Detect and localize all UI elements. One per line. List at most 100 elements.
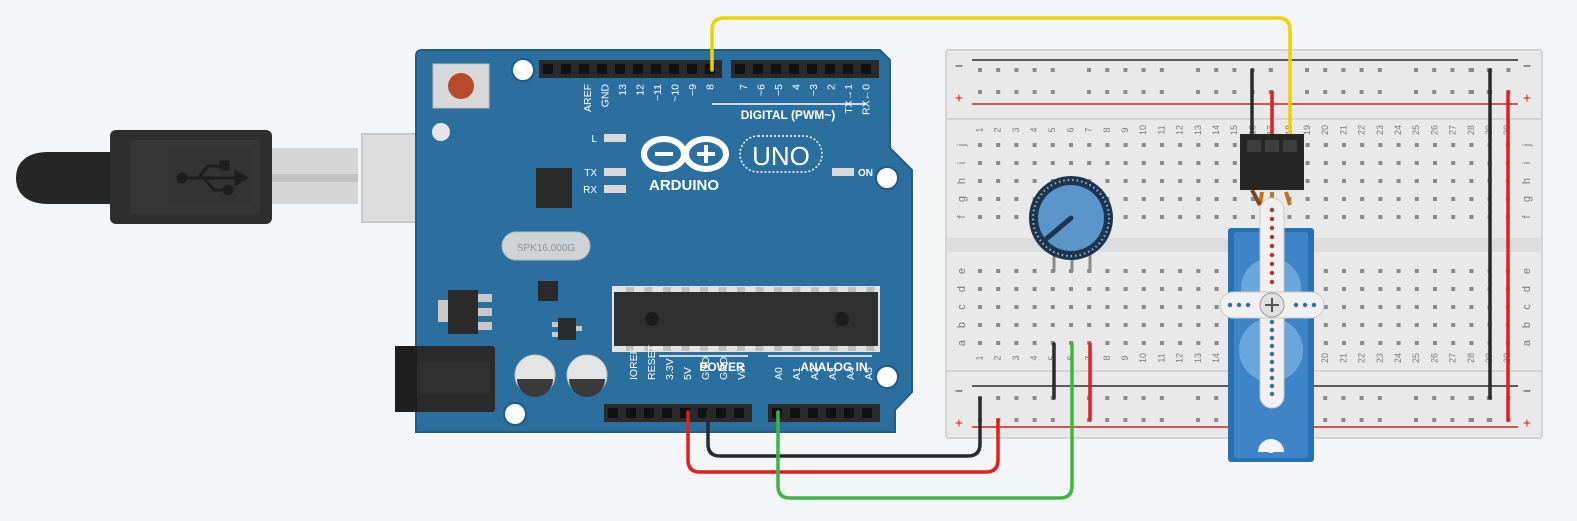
- breadboard-hole[interactable]: [1323, 197, 1328, 201]
- breadboard-hole[interactable]: [1469, 215, 1474, 219]
- breadboard-hole[interactable]: [1141, 287, 1146, 291]
- rail-hole[interactable]: [1105, 418, 1110, 422]
- rail-hole[interactable]: [1323, 396, 1328, 400]
- breadboard-hole[interactable]: [1323, 341, 1328, 345]
- rail-hole[interactable]: [996, 68, 1001, 72]
- breadboard-hole[interactable]: [1123, 161, 1128, 165]
- breadboard-hole[interactable]: [1160, 197, 1164, 201]
- header-socket[interactable]: [662, 408, 672, 418]
- rail-hole[interactable]: [1014, 418, 1019, 422]
- breadboard-hole[interactable]: [1178, 341, 1183, 345]
- breadboard-hole[interactable]: [1178, 179, 1183, 183]
- breadboard-hole[interactable]: [1396, 269, 1401, 273]
- breadboard-hole[interactable]: [996, 269, 1001, 273]
- breadboard-hole[interactable]: [1451, 323, 1456, 327]
- breadboard-hole[interactable]: [1160, 215, 1164, 219]
- breadboard-hole[interactable]: [1123, 287, 1128, 291]
- breadboard-hole[interactable]: [1342, 323, 1346, 327]
- rail-hole[interactable]: [1232, 90, 1237, 94]
- rail-hole[interactable]: [1359, 68, 1364, 72]
- breadboard-hole[interactable]: [1214, 197, 1219, 201]
- rail-hole[interactable]: [1323, 90, 1328, 94]
- breadboard-hole[interactable]: [1378, 179, 1383, 183]
- rail-hole[interactable]: [1359, 396, 1364, 400]
- breadboard-hole[interactable]: [1232, 215, 1237, 219]
- breadboard-hole[interactable]: [1378, 197, 1383, 201]
- breadboard-hole[interactable]: [1451, 197, 1456, 201]
- breadboard-hole[interactable]: [1323, 143, 1328, 147]
- breadboard-hole[interactable]: [1141, 269, 1146, 273]
- breadboard-hole[interactable]: [1323, 269, 1328, 273]
- breadboard-hole[interactable]: [1360, 143, 1365, 147]
- rail-hole[interactable]: [1032, 418, 1037, 422]
- breadboard-hole[interactable]: [1087, 305, 1092, 309]
- rail-hole[interactable]: [1377, 396, 1382, 400]
- rail-hole[interactable]: [1087, 90, 1091, 94]
- breadboard-hole[interactable]: [1014, 305, 1019, 309]
- breadboard-hole[interactable]: [1160, 287, 1164, 291]
- header-socket[interactable]: [734, 408, 744, 418]
- breadboard-hole[interactable]: [1451, 341, 1456, 345]
- rail-hole[interactable]: [1377, 90, 1382, 94]
- rail-hole[interactable]: [978, 90, 982, 94]
- rail-hole[interactable]: [1196, 68, 1200, 72]
- breadboard-hole[interactable]: [1196, 143, 1201, 147]
- breadboard-hole[interactable]: [1178, 305, 1183, 309]
- header-socket[interactable]: [705, 64, 715, 74]
- rail-hole[interactable]: [1470, 90, 1474, 94]
- breadboard-hole[interactable]: [1396, 341, 1401, 345]
- power-jack[interactable]: [395, 346, 495, 412]
- rail-hole[interactable]: [1470, 396, 1474, 400]
- breadboard-hole[interactable]: [1141, 215, 1146, 219]
- rail-hole[interactable]: [978, 68, 982, 72]
- breadboard-hole[interactable]: [978, 269, 982, 273]
- header-socket[interactable]: [808, 408, 818, 418]
- breadboard-hole[interactable]: [1396, 323, 1401, 327]
- breadboard-hole[interactable]: [1396, 305, 1401, 309]
- rail-hole[interactable]: [1159, 90, 1164, 94]
- wire-yellow-signal[interactable]: [710, 16, 1292, 154]
- breadboard-hole[interactable]: [1414, 341, 1419, 345]
- rail-hole[interactable]: [1123, 90, 1128, 94]
- breadboard-hole[interactable]: [1214, 179, 1219, 183]
- breadboard-hole[interactable]: [1378, 215, 1383, 219]
- breadboard-hole[interactable]: [1123, 305, 1128, 309]
- breadboard-hole[interactable]: [1305, 197, 1310, 201]
- breadboard-hole[interactable]: [978, 323, 982, 327]
- rail-hole[interactable]: [996, 396, 1001, 400]
- breadboard-hole[interactable]: [1396, 179, 1401, 183]
- rail-hole[interactable]: [1341, 396, 1346, 400]
- rail-hole[interactable]: [1450, 90, 1455, 94]
- breadboard-hole[interactable]: [1433, 323, 1437, 327]
- breadboard-hole[interactable]: [1433, 341, 1437, 345]
- header-socket[interactable]: [644, 408, 654, 418]
- rail-hole[interactable]: [1377, 418, 1382, 422]
- breadboard-hole[interactable]: [1469, 269, 1474, 273]
- rail-hole[interactable]: [1196, 418, 1200, 422]
- breadboard-hole[interactable]: [1105, 323, 1110, 327]
- rail-hole[interactable]: [1488, 418, 1493, 422]
- breadboard-hole[interactable]: [1032, 143, 1037, 147]
- header-socket[interactable]: [735, 64, 745, 74]
- breadboard-hole[interactable]: [1160, 143, 1164, 147]
- rail-hole[interactable]: [1450, 68, 1455, 72]
- rail-hole[interactable]: [1414, 418, 1418, 422]
- breadboard-hole[interactable]: [978, 215, 982, 219]
- breadboard-hole[interactable]: [978, 341, 982, 345]
- breadboard-hole[interactable]: [1360, 287, 1365, 291]
- rail-hole[interactable]: [996, 90, 1001, 94]
- breadboard-hole[interactable]: [1469, 323, 1474, 327]
- breadboard-hole[interactable]: [1305, 179, 1310, 183]
- breadboard-hole[interactable]: [1196, 323, 1201, 327]
- breadboard-hole[interactable]: [1178, 143, 1183, 147]
- header-socket[interactable]: [597, 64, 607, 74]
- power-header[interactable]: [604, 404, 880, 422]
- wire-black-ground[interactable]: [706, 396, 982, 458]
- breadboard-hole[interactable]: [1214, 323, 1219, 327]
- breadboard-hole[interactable]: [1087, 287, 1092, 291]
- breadboard-hole[interactable]: [1469, 143, 1474, 147]
- breadboard-hole[interactable]: [1123, 341, 1128, 345]
- rail-hole[interactable]: [1014, 90, 1019, 94]
- breadboard-hole[interactable]: [1232, 143, 1237, 147]
- rail-hole[interactable]: [1032, 68, 1037, 72]
